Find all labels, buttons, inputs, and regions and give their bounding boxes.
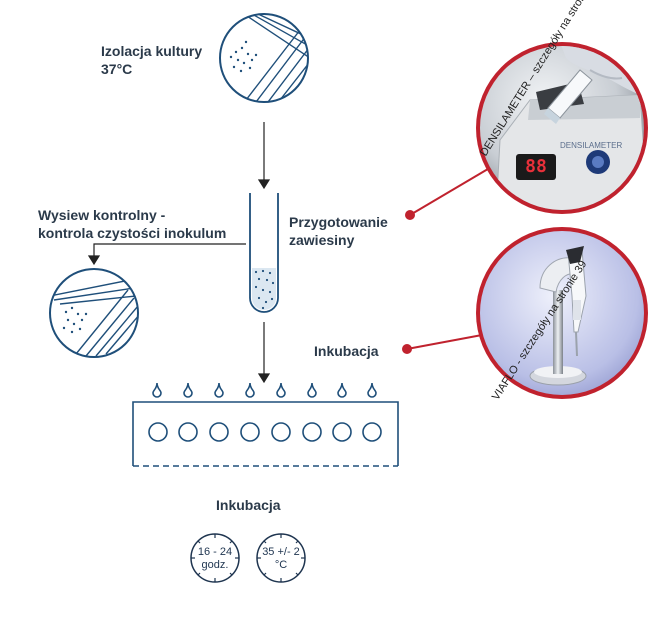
petri-dish-control xyxy=(49,268,139,358)
clock-temperature xyxy=(256,533,306,583)
time-range: 16 - 24 godz. xyxy=(192,546,238,572)
clock-time xyxy=(190,533,240,583)
time-range-value: 16 - 24 xyxy=(197,546,233,558)
viaflo-photo xyxy=(476,227,648,399)
temperature-range-unit: °C xyxy=(274,559,288,571)
connector-densilameter xyxy=(405,165,494,220)
inoculum-drops xyxy=(152,382,377,398)
svg-text:DENSILAMETER: DENSILAMETER xyxy=(560,141,622,150)
temperature-range: 35 +/- 2 °C xyxy=(258,546,304,572)
control-label-line1: Wysiew kontrolny - xyxy=(38,207,166,223)
time-range-unit: godz. xyxy=(201,559,229,571)
connector-viaflo xyxy=(402,334,483,354)
microplate-strip xyxy=(132,401,399,467)
incubation-label-right: Inkubacja xyxy=(314,343,379,359)
densilameter-photo: DENSILAMETER xyxy=(476,42,648,214)
isolation-label-line1: Izolacja kultury xyxy=(101,43,203,59)
isolation-label-line2: 37°C xyxy=(101,61,133,77)
flow-arrows xyxy=(87,122,271,384)
densilameter-display-digits: 88 xyxy=(525,156,547,177)
control-label-line2: kontrola czystości inokulum xyxy=(38,225,227,241)
petri-dish-isolation xyxy=(219,13,309,103)
test-tube xyxy=(249,193,279,313)
temperature-range-value: 35 +/- 2 xyxy=(262,546,300,558)
prep-label-line1: Przygotowanie xyxy=(289,214,388,230)
prep-label-line2: zawiesiny xyxy=(289,232,355,248)
incubation-label-bottom: Inkubacja xyxy=(216,497,281,513)
